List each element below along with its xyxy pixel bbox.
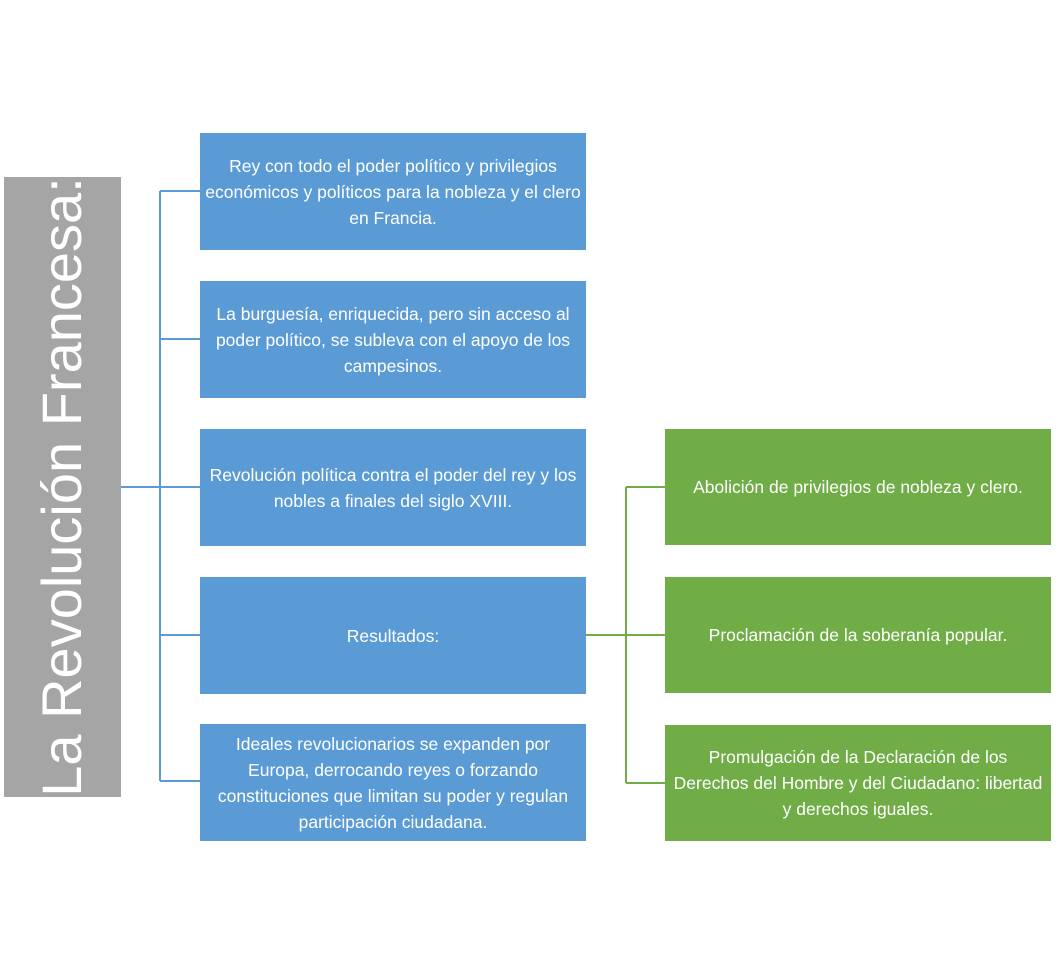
result-text-1: Abolición de privilegios de nobleza y cl… (693, 477, 1023, 497)
branch-text-3: Revolución política contra el poder del … (209, 464, 577, 511)
branch-text-1: Rey con todo el poder político y privile… (205, 155, 581, 228)
branch-node-3: Revolución política contra el poder del … (200, 429, 586, 546)
result-node-2: Proclamación de la soberanía popular. (665, 577, 1051, 693)
branch-node-5: Ideales revolucionarios se expanden por … (200, 724, 586, 841)
root-title: La Revolución Francesa: (30, 177, 93, 797)
result-text-3: Promulgación de la Declaración de los De… (673, 747, 1043, 819)
result-node-3: Promulgación de la Declaración de los De… (665, 725, 1051, 841)
branch-text-5: Ideales revolucionarios se expanden por … (217, 733, 569, 832)
branch-node-2: La burguesía, enriquecida, pero sin acce… (200, 281, 586, 398)
branch-node-1: Rey con todo el poder político y privile… (200, 133, 586, 250)
root-node: La Revolución Francesa: (4, 177, 121, 797)
branch-text-results: Resultados: (346, 625, 440, 646)
branch-node-results: Resultados: (200, 577, 586, 694)
branch-text-2: La burguesía, enriquecida, pero sin acce… (215, 303, 571, 376)
result-node-1: Abolición de privilegios de nobleza y cl… (665, 429, 1051, 545)
result-text-2: Proclamación de la soberanía popular. (708, 625, 1008, 645)
